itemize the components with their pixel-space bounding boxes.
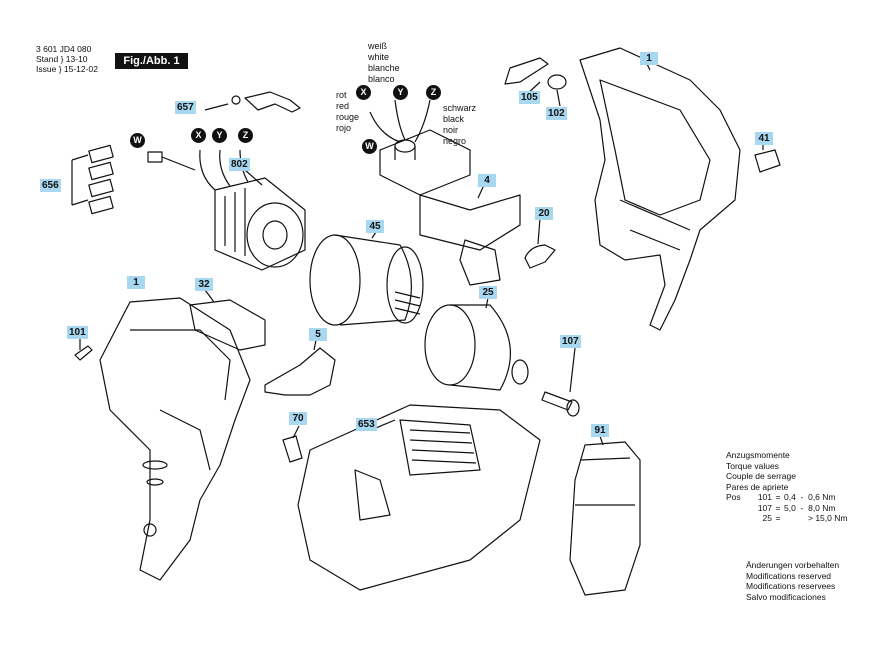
label-41-drawing — [754, 149, 781, 173]
part-label-653: 653 — [356, 418, 377, 431]
part-label-70: 70 — [289, 412, 307, 425]
plate-105-drawing — [504, 57, 549, 85]
part-label-101: 101 — [67, 326, 88, 339]
part-label-41: 41 — [755, 132, 773, 145]
torque-row: 107=5,0 - 8,0 Nm — [757, 502, 836, 513]
part-label-107: 107 — [560, 335, 581, 348]
part-label-91: 91 — [591, 424, 609, 437]
electronics-4-drawing — [369, 99, 521, 286]
header-block: 3 601 JD4 080 Stand } 13-10 Issue } 15-1… — [36, 44, 98, 74]
part-label-45: 45 — [366, 220, 384, 233]
part-label-105: 105 — [519, 91, 540, 104]
circle-z-wire: Z — [426, 85, 441, 100]
torque-title-en: Torque values — [726, 460, 779, 471]
screw-107-drawing — [541, 391, 580, 417]
battery-91-drawing — [569, 441, 641, 596]
figure-label: Fig./Abb. 1 — [115, 53, 188, 69]
torque-title-es: Pares de apriete — [726, 481, 789, 492]
housing-right-drawing — [579, 47, 741, 331]
knob-102-drawing — [547, 74, 567, 90]
screw-101-drawing — [74, 345, 93, 361]
charger-653-drawing — [297, 404, 541, 591]
part-label-657: 657 — [175, 101, 196, 114]
gearbox-45-drawing — [309, 234, 424, 326]
part-label-802: 802 — [229, 158, 250, 171]
chuck-25-drawing — [424, 304, 529, 391]
part-number: 3 601 JD4 080 — [36, 44, 92, 54]
torque-row: 25=> 15,0 Nm — [762, 513, 848, 523]
circle-x-motor: X — [191, 128, 206, 143]
terminal-32-drawing — [189, 299, 266, 351]
part-label-102: 102 — [546, 107, 567, 120]
circle-x-wire: X — [356, 85, 371, 100]
part-label-656: 656 — [40, 179, 61, 192]
housing-left-drawing — [99, 297, 251, 581]
brushes-656-drawing — [88, 144, 114, 215]
part-label-32: 32 — [195, 278, 213, 291]
clip-70-drawing — [282, 435, 303, 463]
torque-title-de: Anzugsmomente — [726, 450, 790, 460]
stand-row: Stand } 13-10 — [36, 54, 88, 64]
issue-row: Issue } 15-12-02 — [36, 64, 98, 74]
circle-w-wire: W — [362, 139, 377, 154]
clip-657-drawing — [231, 91, 301, 113]
contact-5-drawing — [264, 347, 336, 396]
circle-z-motor: Z — [238, 128, 253, 143]
circle-y-wire: Y — [393, 85, 408, 100]
motor-802-drawing — [147, 149, 306, 271]
part-label-5: 5 — [309, 328, 327, 341]
circle-y-motor: Y — [212, 128, 227, 143]
wire-red-labels: rot red rouge rojo — [336, 90, 360, 133]
wire-white-labels: weiß white blanche blanco — [368, 41, 400, 84]
modifications-note: Änderungen vorbehalten Modifications res… — [746, 560, 840, 602]
part-label-1-right: 1 — [640, 52, 658, 65]
part-label-1-left: 1 — [127, 276, 145, 289]
switch-20-drawing — [524, 244, 556, 269]
torque-table: Anzugsmomente Torque values Couple de se… — [726, 450, 847, 524]
circle-w-motor: W — [130, 133, 145, 148]
torque-title-fr: Couple de serrage — [726, 471, 796, 481]
wire-black-labels: schwarz black noir negro — [443, 103, 477, 146]
part-label-4: 4 — [478, 174, 496, 187]
part-label-20: 20 — [535, 207, 553, 220]
part-label-25: 25 — [479, 286, 497, 299]
